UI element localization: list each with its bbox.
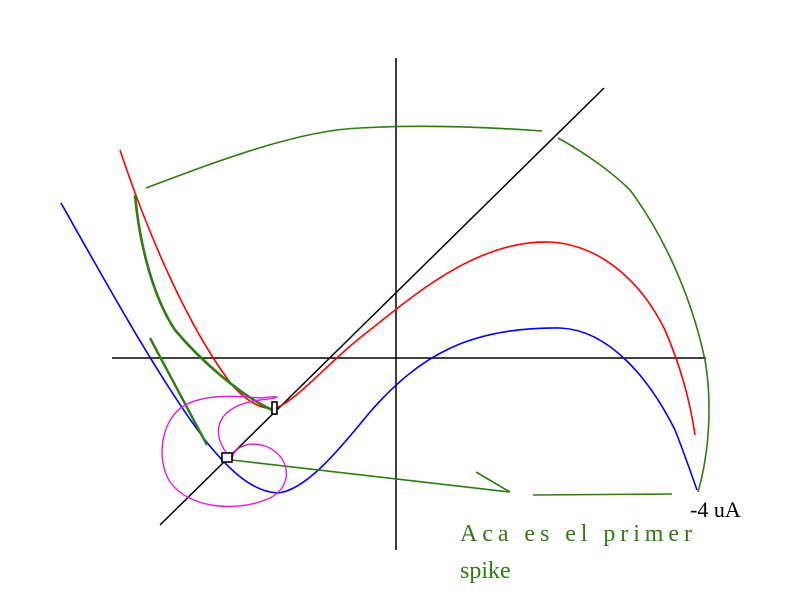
red-cubic-curve bbox=[119, 149, 696, 436]
green-trajectory-short bbox=[148, 337, 209, 446]
annotation-pointer-line bbox=[231, 459, 511, 493]
magenta-loop bbox=[161, 395, 287, 508]
annotation-text-line1: Aca es el primer bbox=[460, 521, 692, 547]
fixed-point-marker-lower bbox=[221, 452, 233, 463]
green-trajectory-right bbox=[557, 137, 710, 493]
annotation-text-line2: spike bbox=[460, 558, 511, 584]
current-label: -4 uA bbox=[690, 497, 741, 522]
green-trajectory-left bbox=[133, 194, 273, 412]
fixed-point-marker-upper bbox=[271, 401, 278, 415]
blue-cubic-curve bbox=[60, 202, 698, 494]
annotation-arrowhead-line bbox=[475, 471, 511, 493]
green-trajectory-upper bbox=[145, 125, 543, 189]
annotation-baseline bbox=[532, 493, 673, 496]
